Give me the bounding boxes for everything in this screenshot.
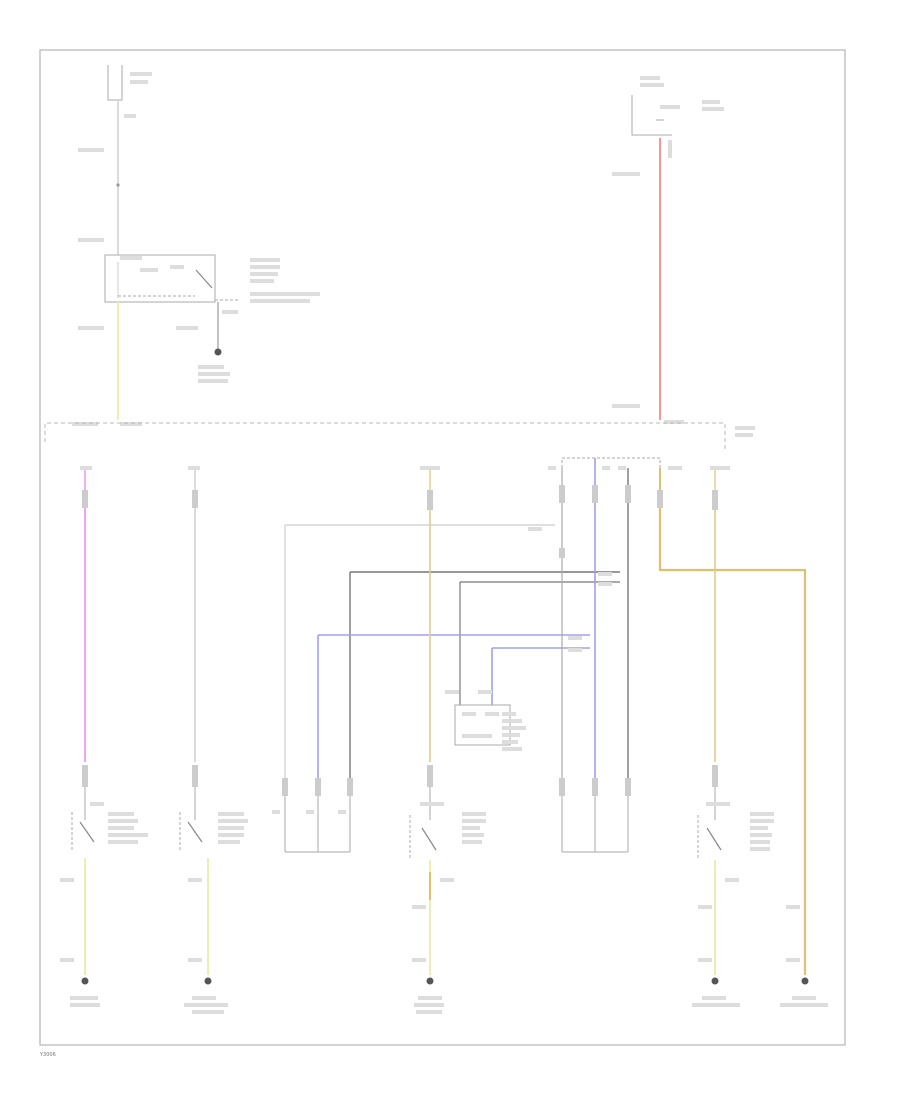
circuit-column-center <box>409 466 486 1014</box>
circuit-column-1 <box>60 466 148 1007</box>
module-box <box>445 690 526 751</box>
center-wiring-block <box>272 524 620 853</box>
fuse-box-top-left <box>107 65 152 118</box>
circuit-column-right <box>692 466 774 1007</box>
diagram-code: Y3006 <box>39 1052 56 1058</box>
circuit-column-2 <box>179 466 248 1014</box>
circuit-gold-right <box>657 466 828 1007</box>
diagram-border <box>39 49 846 1046</box>
connector-cluster-right <box>548 457 661 853</box>
relay-box <box>104 254 320 303</box>
connector-bus <box>44 422 726 450</box>
fuse-box-top-right <box>631 76 724 158</box>
ground-symbol <box>214 348 222 356</box>
